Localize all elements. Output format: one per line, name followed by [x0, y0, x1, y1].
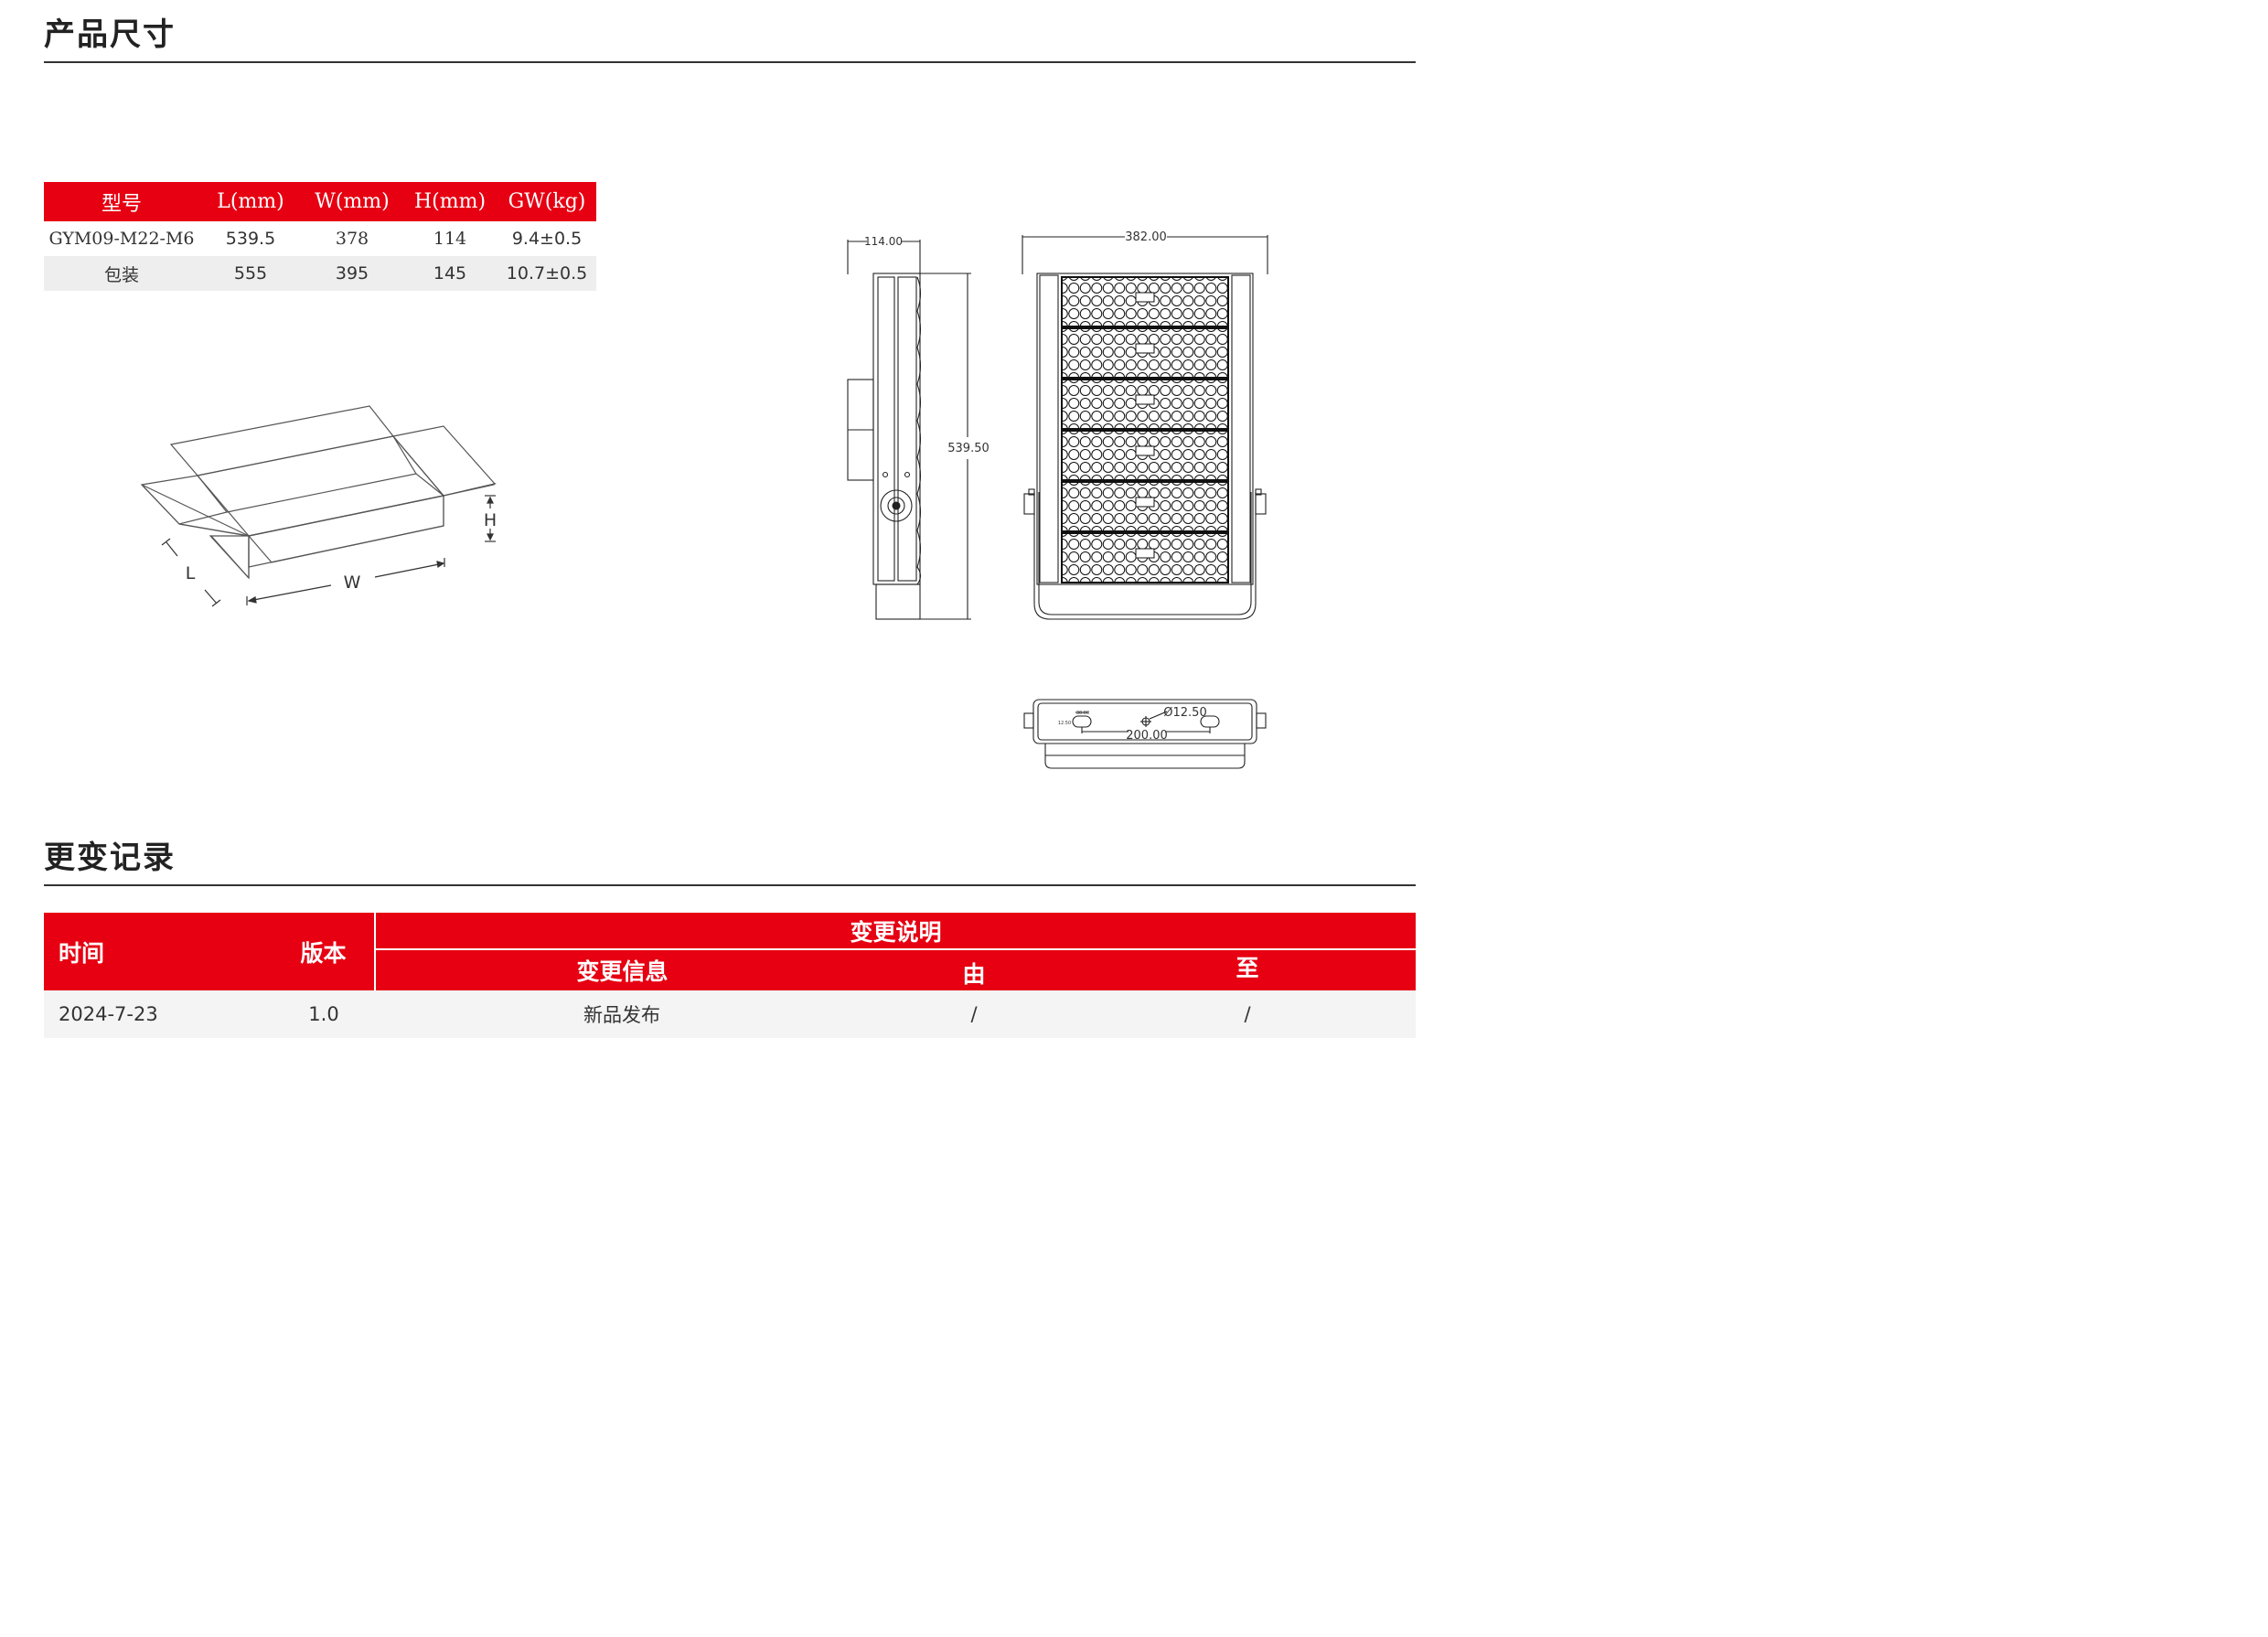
spec-row-package: 包装 555 395 145 10.7±0.5 [44, 256, 596, 291]
changelog-cell-to: / [1079, 990, 1416, 1038]
box-height-dimension [485, 495, 496, 542]
dimensions-section-title: 产品尺寸 [44, 16, 176, 53]
front-view [1022, 235, 1268, 620]
package-box-diagram: H L W [140, 405, 497, 607]
box-front-face [248, 495, 444, 568]
spec-cell-model: GYM09-M22-M6 [48, 229, 195, 249]
changelog-subheader-row: 变更信息 由 至 [44, 948, 1416, 990]
spec-row-product: GYM09-M22-M6 539.5 378 114 9.4±0.5 [44, 221, 596, 256]
box-height-label: H [484, 510, 497, 530]
spec-header-height: H(mm) [402, 182, 497, 221]
box-left-flap [140, 475, 229, 525]
changelog-header-to: 至 [1079, 948, 1416, 990]
changelog-cell-time: 2024-7-23 [44, 990, 236, 1038]
box-width-dimension [246, 558, 445, 605]
slot-width-label: 30.00 [1076, 711, 1089, 716]
box-width-label: W [344, 572, 361, 593]
spec-header-weight: GW(kg) [497, 182, 596, 221]
spec-cell-length: 539.5 [225, 229, 276, 249]
hole-spacing-label: 200.00 [1126, 729, 1168, 743]
spec-header-width: W(mm) [302, 182, 402, 221]
spec-cell-length: 555 [199, 256, 302, 291]
slot-height-label: 12.50 [1058, 721, 1071, 726]
spec-cell-model: 包装 [44, 256, 199, 291]
changelog-header-from: 由 [869, 948, 1079, 990]
changelog-table: 时间 版本 变更说明 变更信息 由 至 2024-7-23 1.0 新品发布 /… [44, 913, 1416, 1038]
changelog-row: 2024-7-23 1.0 新品发布 / / [44, 990, 1416, 1038]
product-technical-drawing: 114.00 539.50 382.00 [847, 230, 1268, 769]
spec-cell-height: 145 [402, 256, 497, 291]
changelog-header-time: 时间 [44, 913, 236, 990]
box-back-flap [169, 405, 395, 476]
spec-header-model: 型号 [44, 182, 199, 221]
changelog-header-info: 变更信息 [374, 948, 869, 990]
hole-diameter-label: Ø12.50 [1163, 706, 1206, 720]
front-width-dimension-label: 382.00 [1125, 230, 1167, 244]
spec-cell-height: 114 [433, 229, 467, 249]
changelog-header-version: 版本 [236, 913, 375, 990]
side-view [847, 240, 971, 620]
spec-header-length: L(mm) [199, 182, 302, 221]
spec-cell-weight: 9.4±0.5 [511, 229, 583, 249]
box-inner-wall [226, 473, 444, 513]
led-module-stack [1061, 276, 1229, 583]
spec-cell-weight: 10.7±0.5 [497, 256, 596, 291]
changelog-header-description: 变更说明 [374, 913, 1416, 949]
changelog-section-rule [44, 884, 1416, 886]
spec-table-header-row: 型号 L(mm) W(mm) H(mm) GW(kg) [44, 182, 596, 221]
spec-cell-width: 395 [302, 256, 402, 291]
changelog-cell-version: 1.0 [236, 990, 375, 1038]
box-length-dimension [161, 538, 221, 607]
bottom-view [1023, 699, 1267, 769]
changelog-header-row: 时间 版本 变更说明 [44, 913, 1416, 990]
changelog-cell-info: 新品发布 [375, 990, 869, 1038]
height-dimension-label: 539.50 [947, 442, 990, 455]
spec-table: 型号 L(mm) W(mm) H(mm) GW(kg) GYM09-M22-M6… [44, 182, 596, 291]
changelog-cell-from: / [869, 990, 1079, 1038]
changelog-section-title: 更变记录 [44, 840, 176, 876]
box-length-label: L [186, 563, 196, 583]
spec-cell-width: 378 [335, 229, 369, 249]
dimensions-section-rule [44, 61, 1416, 63]
side-width-dimension-label: 114.00 [864, 235, 903, 248]
